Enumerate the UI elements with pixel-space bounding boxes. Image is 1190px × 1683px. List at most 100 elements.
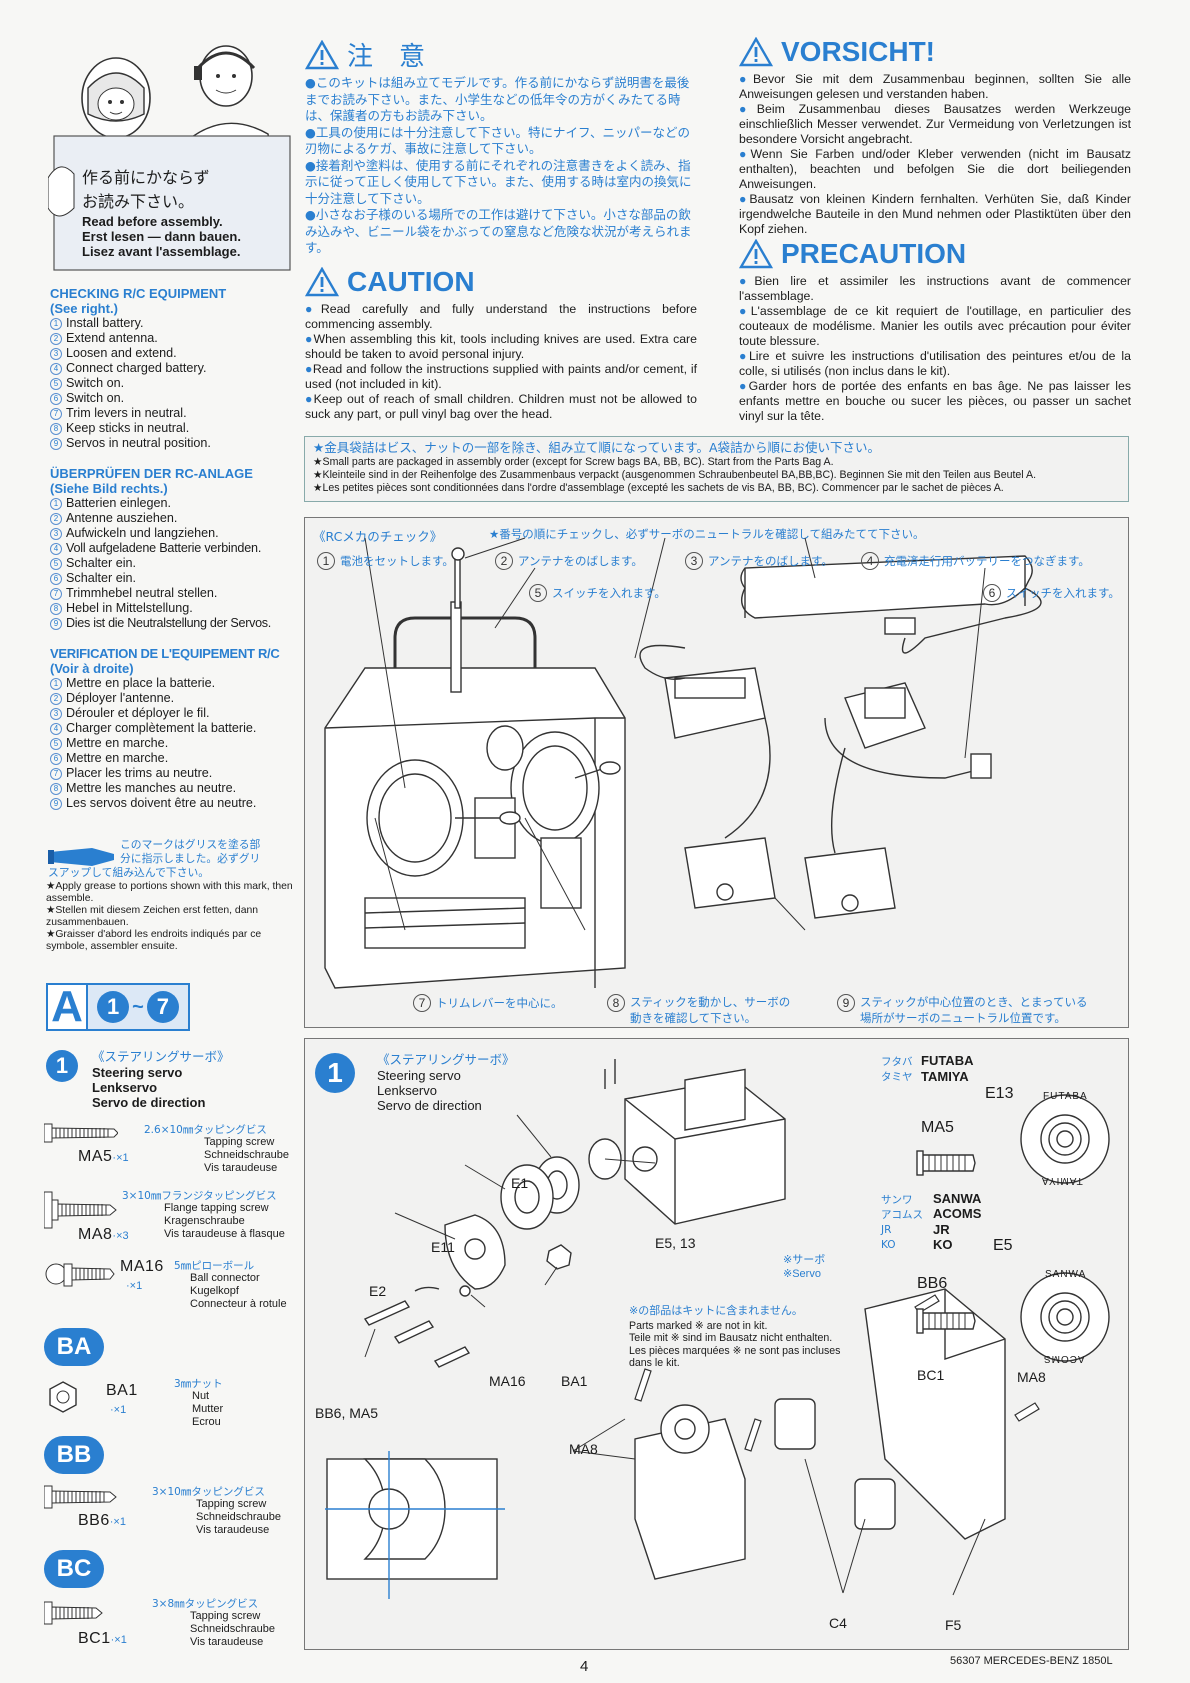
not-in-kit-fr: Les pièces marquées ※ ne sont pas inclus… xyxy=(629,1344,841,1370)
grease-fr: ★Graisser d'abord les endroits indiqués … xyxy=(46,929,262,952)
label-c4: C4 xyxy=(829,1615,847,1631)
bag-a-to: 7 xyxy=(146,991,179,1023)
nut-icon xyxy=(49,1381,77,1413)
checking-fr-title: VERIFICATION DE L'EQUIPEMENT R/C xyxy=(50,646,280,661)
banner-fr: Lisez avant l'assemblage. xyxy=(82,244,241,259)
part-ma8-jp: 3×10㎜フランジタッピングビス xyxy=(122,1190,277,1202)
step1-box-fr: Servo de direction xyxy=(377,1098,482,1113)
vorsicht-p4: ●Bausatz von kleinen Kindern fernhalten.… xyxy=(739,192,1131,236)
bag-ba-code: BA1 xyxy=(106,1382,138,1399)
label-bb6ma5: BB6, MA5 xyxy=(315,1405,379,1421)
packaging-note-jp: ★金具袋詰はビス、ナットの一部を除き、組み立て順になっています。A袋詰から順にお… xyxy=(313,440,881,455)
precaution-title: PRECAUTION xyxy=(781,238,967,269)
bag-ba-en: Nut xyxy=(192,1390,210,1402)
warning-triangle-icon xyxy=(739,37,773,67)
disk-b-top: SANWA xyxy=(1045,1269,1087,1280)
bag-ba-fr: Ecrou xyxy=(192,1416,221,1428)
part-ma5-code: MA5 xyxy=(78,1148,113,1165)
not-in-kit-en: Parts marked ※ are not in kit. xyxy=(629,1319,768,1332)
label-bc1: BC1 xyxy=(917,1367,945,1383)
warning-jp-title: 注 意 xyxy=(347,42,426,72)
part-ma8-code: MA8 xyxy=(78,1226,113,1243)
part-ma8: 3×10㎜フランジタッピングビス MA8·×3 Flange tapping s… xyxy=(44,1186,298,1244)
brands-b-jp: サンワ アコムス JR KO xyxy=(881,1194,923,1251)
part-ma5-de: Schneidschraube xyxy=(204,1149,290,1161)
step1-box-en: Steering servo xyxy=(377,1068,461,1083)
disk-a-bottom: TAMIYA xyxy=(1041,1175,1083,1186)
bag-bb-de: Schneidschraube xyxy=(196,1511,282,1523)
checking-de: ÜBERPRÜFEN DER RC-ANLAGE (Siehe Bild rec… xyxy=(50,466,296,631)
grease-note: このマークはグリスを塗る部 分に指示しました。必ずグリ スアップして組み込んで下… xyxy=(46,838,296,953)
bag-ba-part: BA1 ·×1 3㎜ナット Nut Mutter Ecrou xyxy=(44,1374,298,1432)
brands-a: FUTABA TAMIYA xyxy=(921,1053,974,1084)
part-ma16-qty: ·×1 xyxy=(126,1280,143,1292)
label-e13: E13 xyxy=(985,1085,1014,1102)
part-ma16-jp: 5㎜ピローボール xyxy=(174,1260,255,1272)
part-ma5-jp: 2.6×10㎜タッピングビス xyxy=(144,1124,267,1136)
part-ma16-fr: Connecteur à rotule xyxy=(190,1298,287,1310)
part-ma16-code: MA16 xyxy=(120,1258,164,1275)
step1-box-num: 1 xyxy=(315,1053,355,1093)
bag-bc-jp: 3×8㎜タッピングビス xyxy=(152,1598,259,1610)
part-ma5-en: Tapping screw xyxy=(204,1136,275,1148)
bag-ba-qty: ·×1 xyxy=(110,1404,127,1416)
packaging-note-de: ★Kleinteile sind in der Reihenfolge des … xyxy=(313,469,1037,481)
step1-left-jp: 《ステアリングサーボ》 xyxy=(92,1049,230,1064)
rc-check-note: ★番号の順にチェックし、必ずサーボのニュートラルを確認して組みたてて下さい。 xyxy=(489,527,925,541)
servo-assembly-illustration xyxy=(325,1059,1110,1599)
not-in-kit-jp: ※の部品はキットに含まれません。 xyxy=(629,1304,803,1317)
grease-en: ★Apply grease to portions shown with thi… xyxy=(46,881,293,904)
step1-left-de: Lenkservo xyxy=(92,1080,158,1095)
grease-jp-line2: 分に指示しました。必ずグリ xyxy=(120,852,261,865)
grease-tube-icon xyxy=(48,848,114,866)
label-e513: E5, 13 xyxy=(655,1235,696,1251)
label-e2: E2 xyxy=(369,1283,387,1299)
checking-fr: VERIFICATION DE L'EQUIPEMENT R/C (Voir à… xyxy=(50,646,296,811)
warning-triangle-icon xyxy=(305,267,339,297)
brands-b: SANWA ACOMS JR KO xyxy=(933,1191,982,1253)
checking-en-title: CHECKING R/C EQUIPMENT xyxy=(50,286,227,301)
bag-ba-de: Mutter xyxy=(192,1403,224,1415)
warning-jp-p3: ●接着剤や塗料は、使用する前にそれぞれの注意書きをよく読み、指示に従って正しく使… xyxy=(305,157,692,206)
warning-jp-p2: ●工具の使用には十分注意して下さい。特にナイフ、ニッパーなどの刃物によるケガ、事… xyxy=(305,124,691,157)
packaging-note: ★金具袋詰はビス、ナットの一部を除き、組み立て順になっています。A袋詰から順にお… xyxy=(304,436,1129,502)
warning-jp: 注 意 ●このキットは組み立てモデルです。作る前にかならず説明書を最後までお読み… xyxy=(305,36,701,257)
part-ma8-qty: ·×3 xyxy=(112,1230,129,1242)
caution-p3: ●Read and follow the instructions suppli… xyxy=(305,362,697,391)
step1-left: 1 《ステアリングサーボ》 Steering servo Lenkservo S… xyxy=(46,1046,296,1110)
vorsicht: VORSICHT! ●Bevor Sie mit dem Zusammenbau… xyxy=(739,36,1131,237)
bag-a-tilde: ~ xyxy=(132,995,144,1018)
step1-box: 1 《ステアリングサーボ》 Steering servo Lenkservo S… xyxy=(304,1038,1129,1650)
bag-a-letter: A xyxy=(46,983,88,1031)
servo-note: ※サーボ ※Servo xyxy=(783,1253,825,1281)
banner-de: Erst lesen — dann bauen. xyxy=(82,229,241,244)
packaging-note-en: ★Small parts are packaged in assembly or… xyxy=(313,456,834,468)
rc-equipment-illustration xyxy=(324,537,1042,989)
vorsicht-p3: ●Wenn Sie Farben und/oder Kleber verwend… xyxy=(739,147,1131,191)
footer-code: 56307 MERCEDES-BENZ 1850L xyxy=(950,1655,1113,1667)
checking-fr-subtitle: (Voir à droite) xyxy=(50,661,134,676)
checking-en-subtitle: (See right.) xyxy=(50,301,118,316)
precaution-p2: ●L'assemblage de ce kit requiert de l'ou… xyxy=(739,304,1131,348)
label-ma5: MA5 xyxy=(921,1119,954,1136)
part-ma5: 2.6×10㎜タッピングビス MA5·×1 Tapping screw Schn… xyxy=(44,1118,298,1174)
vorsicht-title: VORSICHT! xyxy=(781,36,935,67)
tapping-screw-icon xyxy=(44,1485,117,1509)
